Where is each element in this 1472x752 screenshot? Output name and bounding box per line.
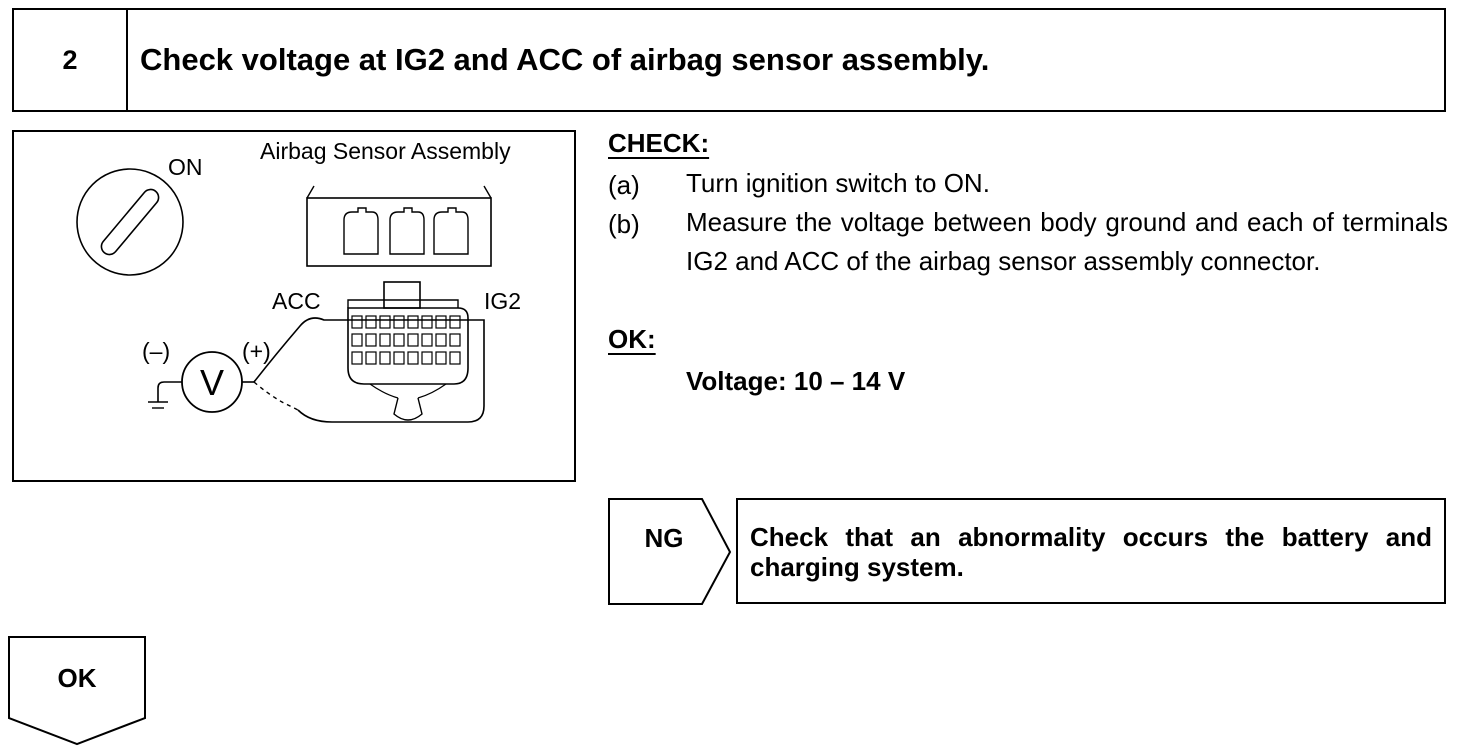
step-number: 2	[14, 10, 128, 110]
connector-diagram: V	[76, 168, 492, 423]
negative-probe-label: (–)	[142, 338, 171, 364]
ground-icon	[148, 381, 182, 409]
step-header: 2 Check voltage at IG2 and ACC of airbag…	[12, 8, 1446, 112]
switch-label: ON	[168, 154, 203, 180]
check-heading: CHECK:	[608, 128, 710, 158]
ignition-switch-icon	[76, 168, 184, 276]
test-leads	[253, 317, 485, 423]
voltmeter-symbol: V	[200, 362, 224, 403]
ng-arrow-icon	[608, 498, 732, 605]
positive-probe-label: (+)	[242, 338, 271, 364]
voltage-spec: Voltage: 10 – 14 V	[686, 366, 906, 396]
ok-arrow-icon	[8, 636, 146, 746]
acc-terminal-label: ACC	[272, 288, 321, 314]
step-a-letter: (a)	[608, 170, 640, 200]
airbag-sensor-assembly-icon	[306, 185, 492, 267]
step-title: Check voltage at IG2 and ACC of airbag s…	[140, 42, 990, 77]
ig2-terminal-label: IG2	[484, 288, 522, 314]
ng-result-text: Check that an abnormality occurs the bat…	[736, 498, 1446, 604]
ng-label: NG	[644, 522, 684, 553]
ok-label: OK	[57, 662, 97, 693]
wiring-illustration: V Airbag Sensor Assembly ON ACC IG2 (–) …	[12, 130, 576, 482]
ok-heading: OK:	[608, 324, 656, 354]
connector-icon	[347, 281, 469, 421]
step-b-letter: (b)	[608, 209, 640, 239]
step-a-text: Turn ignition switch to ON.	[686, 168, 990, 198]
step-b-text: Measure the voltage between body ground …	[686, 207, 1448, 276]
assembly-label: Airbag Sensor Assembly	[260, 138, 511, 164]
